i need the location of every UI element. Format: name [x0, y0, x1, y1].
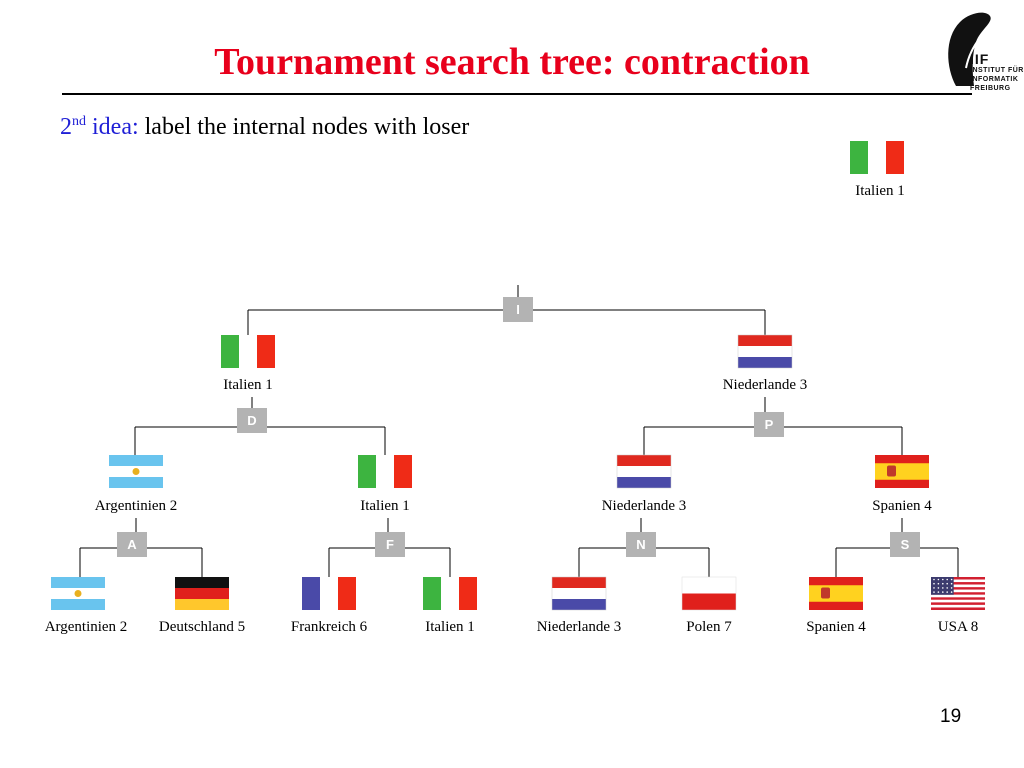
leaf-flag-italy-icon	[423, 577, 477, 610]
leaf-flag-poland-icon	[681, 576, 737, 611]
page-number: 19	[940, 706, 962, 727]
internal-node-F: F	[375, 532, 405, 557]
subtitle: 2nd idea: label the internal nodes with …	[60, 114, 469, 141]
level2-label: Italien 1	[360, 498, 410, 514]
tournament-tree: I Italien 1 Niederlande 3 D P Argentinien 2 It…	[45, 141, 985, 635]
level2-flag-italy-icon	[358, 455, 412, 488]
internal-node-letter: I	[516, 302, 520, 317]
internal-node-letter: P	[765, 417, 774, 432]
leaf-label: Niederlande 3	[537, 619, 622, 635]
logo-text: IIF INSTITUT FÜR INFORMATIK FREIBURG	[970, 51, 1024, 92]
subtitle-idea: idea:	[92, 114, 139, 140]
internal-node-D: D	[237, 408, 267, 433]
internal-node-letter: D	[247, 413, 256, 428]
level2-flag-netherlands-icon	[616, 454, 672, 489]
level1-label: Italien 1	[223, 377, 273, 393]
leaf-flag-germany-icon	[175, 577, 229, 610]
level1-label: Niederlande 3	[723, 377, 808, 393]
subtitle-text: label the internal nodes with loser	[144, 114, 470, 140]
internal-node-S: S	[890, 532, 920, 557]
internal-node-letter: A	[127, 537, 137, 552]
level2-flag-spain-icon	[875, 455, 929, 488]
level2-label: Niederlande 3	[602, 498, 687, 514]
internal-node-A: A	[117, 532, 147, 557]
winner-flag-italy-icon	[850, 141, 904, 174]
internal-node-I: I	[503, 297, 533, 322]
leaf-label: Argentinien 2	[45, 619, 128, 635]
leaf-label: Spanien 4	[806, 619, 866, 635]
internal-node-letter: F	[386, 537, 394, 552]
leaf-flag-spain-icon	[809, 577, 863, 610]
leaf-flag-france-icon	[302, 577, 356, 610]
internal-node-P: P	[754, 412, 784, 437]
subtitle-superscript: nd	[72, 114, 86, 129]
internal-node-letter: S	[901, 537, 910, 552]
winner-label: Italien 1	[855, 183, 905, 199]
leaf-label: Polen 7	[686, 619, 732, 635]
level1-flag-netherlands-icon	[737, 334, 793, 369]
internal-node-N: N	[626, 532, 656, 557]
level2-label: Argentinien 2	[95, 498, 178, 514]
level2-flag-argentina-icon	[109, 455, 163, 488]
slide-title: Tournament search tree: contraction	[214, 41, 810, 83]
leaf-flag-argentina-icon	[51, 577, 105, 610]
level1-flag-italy-icon	[221, 335, 275, 368]
leaf-flag-usa-icon	[931, 577, 985, 610]
leaf-label: Frankreich 6	[291, 619, 368, 635]
subtitle-number: 2	[60, 114, 72, 140]
leaf-flag-netherlands-icon	[551, 576, 607, 611]
internal-node-letter: N	[636, 537, 645, 552]
leaf-label: Italien 1	[425, 619, 475, 635]
title-divider	[62, 93, 972, 95]
level2-label: Spanien 4	[872, 498, 932, 514]
leaf-label: Deutschland 5	[159, 619, 245, 635]
leaf-label: USA 8	[938, 619, 978, 635]
iif-logo-icon	[948, 12, 991, 86]
